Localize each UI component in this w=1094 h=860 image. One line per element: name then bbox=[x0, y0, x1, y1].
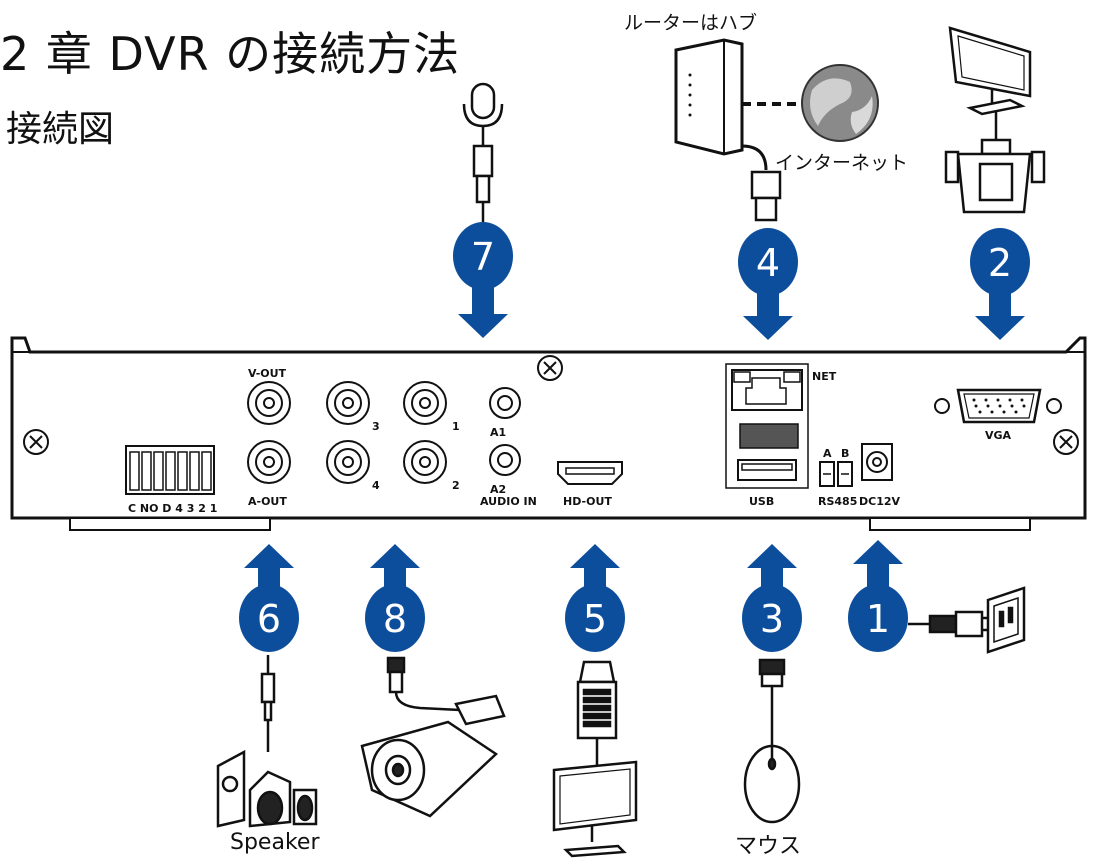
bnc-port-a-out[interactable] bbox=[247, 440, 291, 484]
badge-7: 7 bbox=[453, 222, 513, 290]
page-title: 2 章 DVR の接続方法 bbox=[0, 27, 461, 81]
power-outlet-icon bbox=[908, 586, 1026, 654]
label-dc12v: DC12V bbox=[859, 495, 901, 508]
mouse-caption: マウス bbox=[735, 834, 802, 859]
alarm-terminal-block: C NO D 4 3 2 1 bbox=[125, 445, 217, 515]
label-rs485-b: B bbox=[841, 447, 849, 460]
bnc-port-ch1[interactable] bbox=[403, 381, 447, 425]
badge-1-label: 1 bbox=[866, 597, 890, 641]
panel-screw-top-icon bbox=[537, 355, 563, 381]
net-usb-module bbox=[725, 363, 809, 489]
rs485-terminal[interactable] bbox=[819, 461, 853, 487]
badge-7-label: 7 bbox=[471, 235, 495, 279]
internet-caption: インターネット bbox=[775, 152, 909, 174]
rca-port-a2[interactable] bbox=[489, 444, 521, 476]
label-a-out: A-OUT bbox=[248, 495, 287, 508]
panel-screw-right-icon bbox=[1053, 429, 1079, 455]
speaker-icon bbox=[216, 655, 318, 828]
dc-power-jack[interactable] bbox=[861, 443, 893, 481]
globe-icon bbox=[801, 64, 879, 142]
hdmi-monitor-icon bbox=[552, 760, 638, 858]
hdmi-plug-icon bbox=[576, 660, 618, 770]
bnc-port-ch4[interactable] bbox=[326, 440, 370, 484]
badge-5-label: 5 bbox=[583, 597, 607, 641]
badge-2-label: 2 bbox=[988, 241, 1012, 285]
panel-screw-left-icon bbox=[23, 429, 49, 455]
badge-4-label: 4 bbox=[756, 241, 780, 285]
section-subtitle: 接続図 bbox=[6, 109, 115, 150]
label-rs485-a: A bbox=[823, 447, 832, 460]
badge-6: 6 bbox=[239, 584, 299, 652]
label-vga: VGA bbox=[985, 429, 1012, 442]
badge-3-label: 3 bbox=[760, 597, 784, 641]
badge-6-label: 6 bbox=[257, 597, 281, 641]
label-usb: USB bbox=[749, 495, 774, 508]
vga-port[interactable] bbox=[934, 388, 1062, 424]
mouse-icon bbox=[743, 658, 801, 824]
usb-port[interactable] bbox=[737, 459, 797, 481]
label-ch2: 2 bbox=[452, 479, 460, 492]
label-a2: A2 bbox=[490, 483, 506, 496]
vga-monitor-icon bbox=[944, 26, 1046, 214]
badge-5: 5 bbox=[565, 584, 625, 652]
label-ch3: 3 bbox=[372, 420, 380, 433]
camera-icon bbox=[360, 656, 506, 818]
ethernet-port[interactable] bbox=[731, 369, 803, 411]
label-hd-out: HD-OUT bbox=[563, 495, 612, 508]
label-ch4: 4 bbox=[372, 479, 380, 492]
rca-port-a1[interactable] bbox=[489, 387, 521, 419]
speaker-caption: Speaker bbox=[230, 830, 320, 855]
label-v-out: V-OUT bbox=[248, 367, 287, 380]
label-ch1: 1 bbox=[452, 420, 460, 433]
badge-1: 1 bbox=[848, 584, 908, 652]
bnc-port-ch3[interactable] bbox=[326, 381, 370, 425]
bnc-port-ch2[interactable] bbox=[403, 440, 447, 484]
badge-8: 8 bbox=[365, 584, 425, 652]
microphone-icon bbox=[462, 82, 504, 226]
badge-2: 2 bbox=[970, 228, 1030, 296]
label-net: NET bbox=[812, 370, 837, 383]
label-audio-in: AUDIO IN bbox=[480, 495, 537, 508]
badge-8-label: 8 bbox=[383, 597, 407, 641]
router-icon bbox=[674, 38, 805, 222]
hdmi-port[interactable] bbox=[557, 461, 623, 485]
label-rs485: RS485 bbox=[818, 495, 857, 508]
label-a1: A1 bbox=[490, 426, 506, 439]
router-caption: ルーターはハブ bbox=[624, 12, 758, 34]
bnc-port-v-out[interactable] bbox=[247, 381, 291, 425]
badge-4: 4 bbox=[738, 228, 798, 296]
badge-3: 3 bbox=[742, 584, 802, 652]
terminal-label: C NO D 4 3 2 1 bbox=[128, 502, 217, 515]
